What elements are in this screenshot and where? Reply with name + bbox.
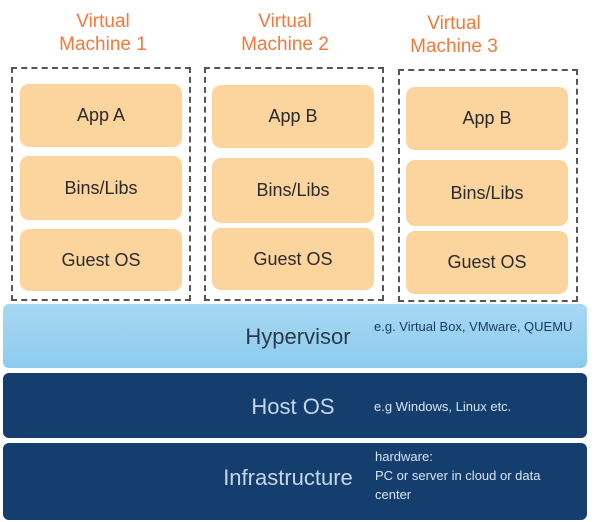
hypervisor-layer: Hypervisor e.g. Virtual Box, VMware, QUE…	[3, 304, 587, 368]
hypervisor-note: e.g. Virtual Box, VMware, QUEMU	[374, 319, 573, 334]
vm3-bins-block: Bins/Libs	[406, 160, 568, 226]
host-os-label: Host OS	[251, 394, 335, 419]
infrastructure-label: Infrastructure	[223, 465, 353, 490]
vm1-bins-label: Bins/Libs	[64, 177, 138, 198]
vm2-bins-label: Bins/Libs	[256, 180, 330, 200]
vm2-container	[204, 67, 384, 301]
vm3-bins-label: Bins/Libs	[450, 182, 524, 203]
vm1-bins-block: Bins/Libs	[20, 156, 182, 220]
host-os-layer: Host OS e.g Windows, Linux etc.	[3, 373, 587, 438]
vm2-bins-block: Bins/Libs	[212, 158, 374, 223]
vm1-title: Virtual Machine 1	[59, 11, 147, 55]
vm3-os-label: Guest OS	[447, 252, 527, 272]
hypervisor-label: Hypervisor	[245, 324, 351, 349]
vm3-title: Virtual Machine 3	[410, 13, 498, 57]
vm1-os-label: Guest OS	[61, 249, 141, 270]
vm2-app-label: App B	[268, 106, 318, 126]
vm3-container	[398, 69, 578, 302]
infrastructure-note-line2: PC or server in cloud or data center	[375, 468, 541, 502]
vm1-os-block: Guest OS	[20, 229, 182, 291]
vm3-app-block: App B	[406, 87, 568, 150]
infrastructure-layer: Infrastructure hardware: PC or server in…	[3, 443, 587, 520]
vm2-os-label: Guest OS	[253, 248, 333, 269]
vm1-app-block: App A	[20, 84, 182, 147]
vm3-app-label: App B	[462, 108, 512, 128]
vm2-app-block: App B	[212, 85, 374, 148]
vm2-os-block: Guest OS	[212, 228, 374, 290]
vm2-title: Virtual Machine 2	[241, 11, 329, 55]
vm1-container	[11, 67, 191, 301]
vm3-os-block: Guest OS	[406, 231, 568, 294]
vm1-app-label: App A	[76, 105, 126, 125]
infrastructure-note-line1: hardware:	[375, 449, 433, 464]
host-os-note: e.g Windows, Linux etc.	[374, 399, 512, 414]
